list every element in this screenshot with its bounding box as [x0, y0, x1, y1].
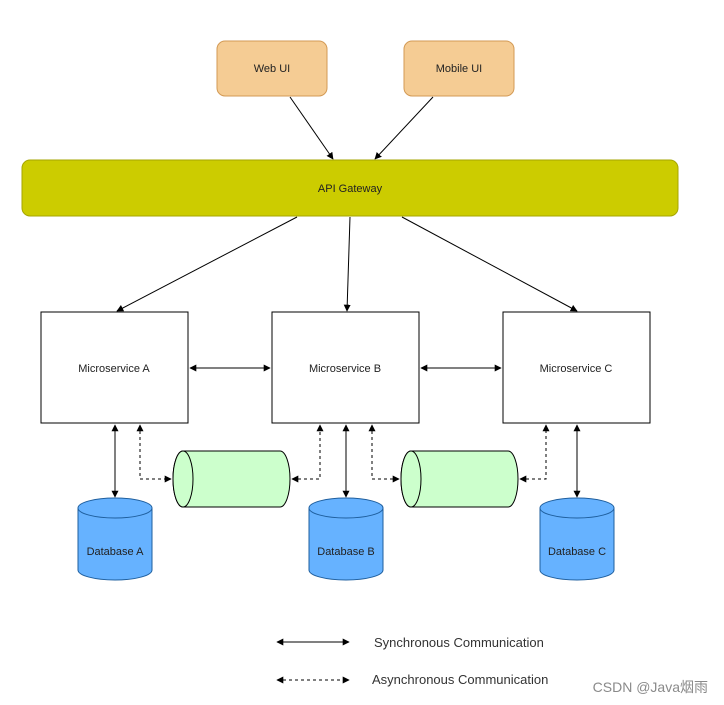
api-gateway-box: API Gateway	[21, 159, 679, 217]
web-ui-label: Web UI	[254, 63, 290, 75]
database-a: Database A	[77, 497, 153, 581]
legend-async-label: Asynchronous Communication	[372, 672, 548, 687]
legend: Synchronous Communication Asynchronous C…	[276, 635, 548, 687]
microservice-a-box: Microservice A	[40, 311, 189, 424]
mobile-ui-label: Mobile UI	[436, 63, 482, 75]
message-queue-2	[400, 450, 519, 508]
mobile-to-gateway-arrow	[374, 96, 434, 160]
microservice-c-label: Microservice C	[540, 363, 613, 375]
watermark: CSDN @Java烟雨	[593, 679, 708, 695]
web-ui-box: Web UI	[216, 40, 328, 97]
gateway-to-a-arrow	[116, 216, 298, 312]
gateway-to-b-arrow	[343, 216, 351, 312]
microservice-c-box: Microservice C	[502, 311, 651, 424]
legend-sync-label: Synchronous Communication	[374, 635, 544, 650]
database-c-label: Database C	[548, 546, 606, 558]
api-gateway-label: API Gateway	[318, 183, 383, 195]
mobile-ui-box: Mobile UI	[403, 40, 515, 97]
a-queue1-async-arrow	[136, 424, 172, 483]
web-to-gateway-arrow	[289, 96, 334, 160]
message-queue-1	[172, 450, 291, 508]
gateway-to-c-arrow	[401, 216, 578, 312]
queue1-b-async-arrow	[291, 424, 324, 483]
database-c: Database C	[539, 497, 615, 581]
database-b-label: Database B	[317, 546, 374, 558]
microservice-a-label: Microservice A	[78, 363, 150, 375]
queue2-c-async-arrow	[519, 424, 550, 483]
microservice-b-box: Microservice B	[271, 311, 420, 424]
b-queue2-async-arrow	[368, 424, 400, 483]
database-b: Database B	[308, 497, 384, 581]
database-a-label: Database A	[87, 546, 145, 558]
microservice-b-label: Microservice B	[309, 363, 381, 375]
